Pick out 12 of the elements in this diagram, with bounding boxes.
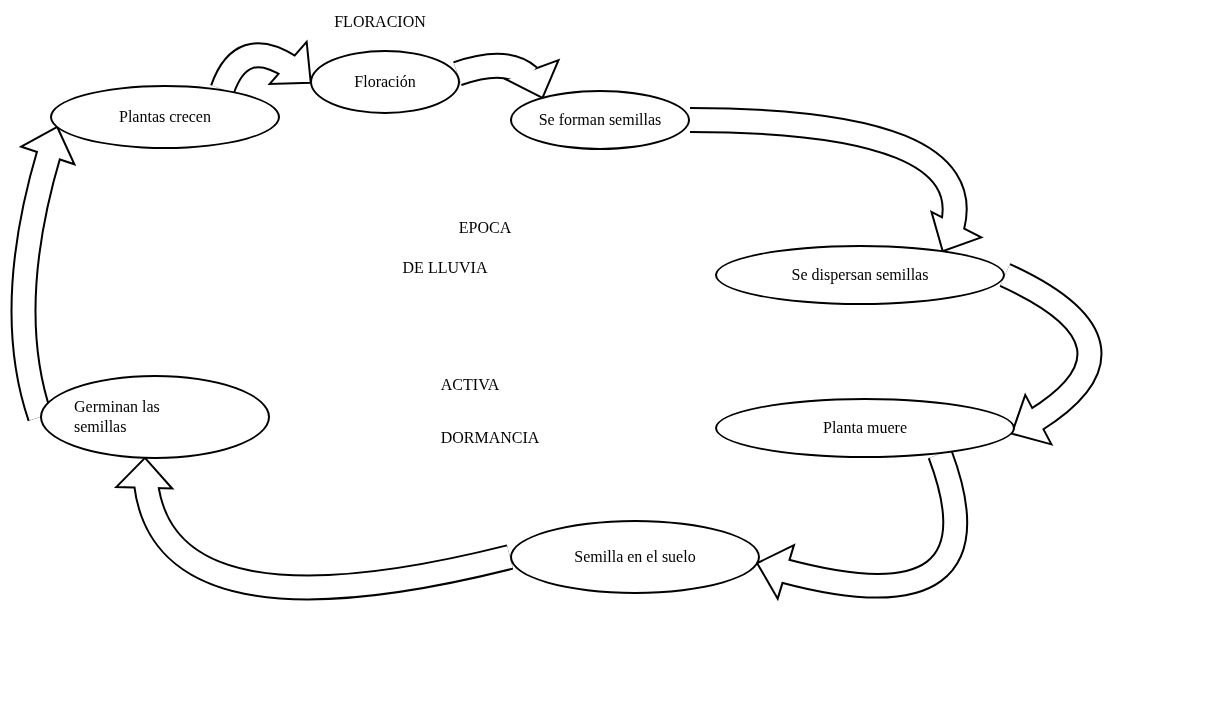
- stage-label: FLORACION: [334, 12, 426, 32]
- node-label: Plantas crecen: [119, 107, 211, 127]
- node-label: Se forman semillas: [538, 110, 662, 130]
- stage-label: DORMANCIA: [440, 428, 540, 448]
- node-label: Germinan las semillas: [73, 397, 161, 437]
- stage-label: DE LLUVIA: [402, 258, 488, 278]
- stage-label: EPOCA: [458, 218, 512, 238]
- stage-label: ACTIVA: [440, 375, 500, 395]
- node-label: Semilla en el suelo: [574, 547, 696, 567]
- node-label: Se dispersan semillas: [791, 265, 929, 285]
- node-label: Planta muere: [823, 418, 907, 438]
- node-label: Floración: [354, 72, 416, 92]
